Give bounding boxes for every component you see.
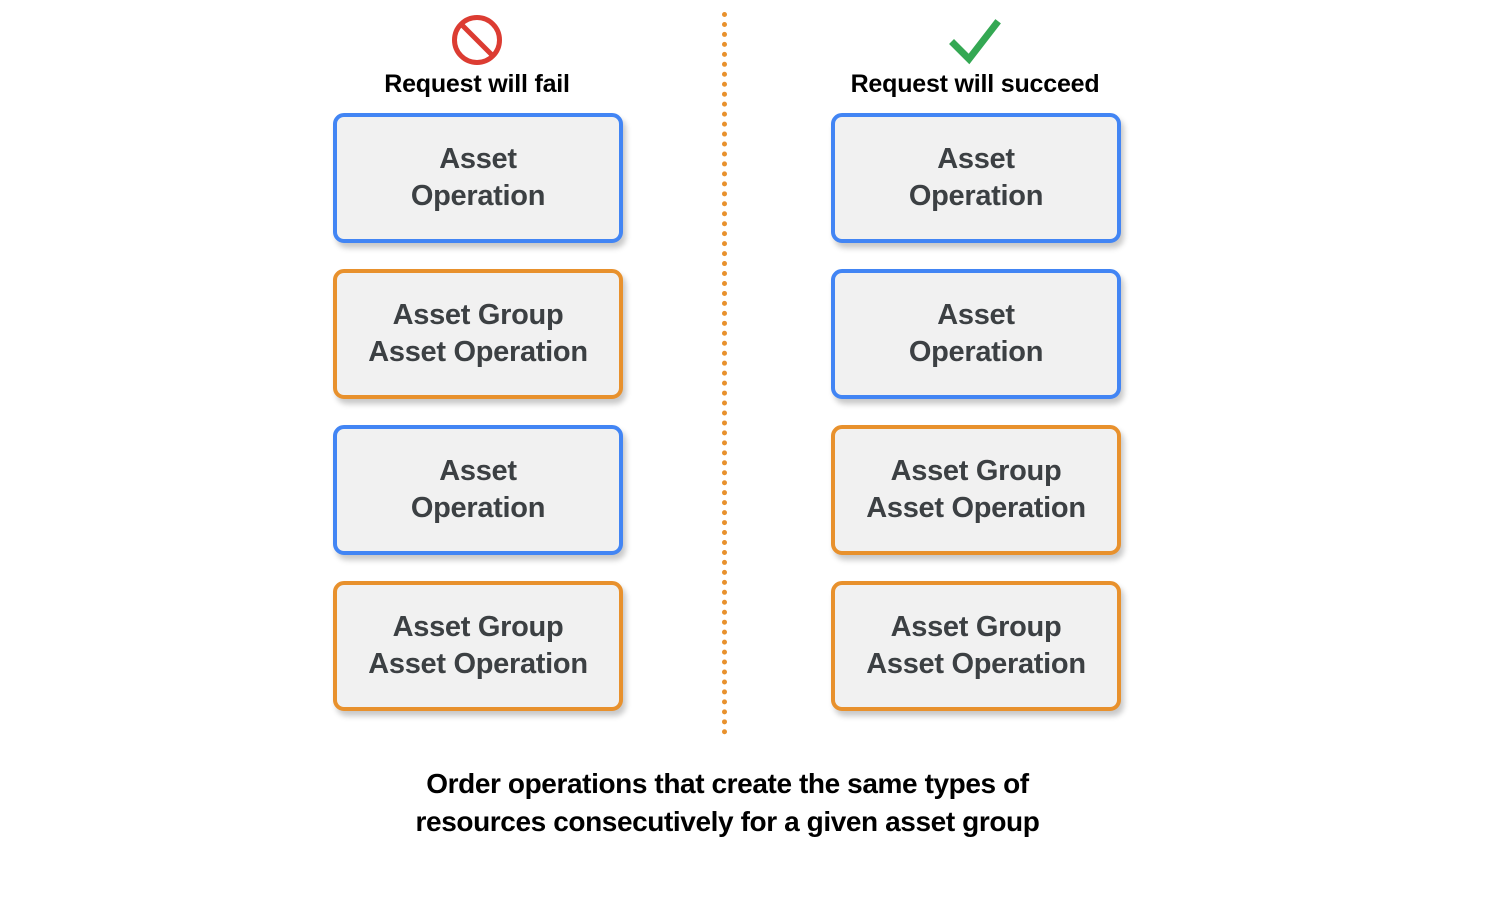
operation-box-line: Asset Operation <box>368 336 588 368</box>
operation-box-line: Operation <box>410 180 546 212</box>
operation-box[interactable]: Asset Group Asset Operation <box>831 425 1121 555</box>
operation-box-line: Asset Group <box>890 455 1062 487</box>
operation-box[interactable]: Asset Operation <box>831 113 1121 243</box>
operation-box[interactable]: Asset Operation <box>333 425 623 555</box>
operation-box-line: Asset <box>937 143 1015 175</box>
diagram-caption: Order operations that create the same ty… <box>0 765 1455 841</box>
operation-box-line: Asset Operation <box>866 648 1086 680</box>
operation-box-line: Asset Group <box>890 611 1062 643</box>
operation-stack-succeed: Asset Operation Asset Operation Asset Gr… <box>831 113 1121 737</box>
operation-box[interactable]: Asset Group Asset Operation <box>831 581 1121 711</box>
operation-box-line: Operation <box>908 180 1044 212</box>
prohibition-icon <box>312 12 642 68</box>
caption-line-2: resources consecutively for a given asse… <box>415 806 1040 837</box>
operation-box-line: Asset Operation <box>368 648 588 680</box>
operation-box-line: Asset <box>439 143 517 175</box>
operation-box-line: Operation <box>410 492 546 524</box>
operation-box-line: Asset Group <box>392 299 564 331</box>
operation-box-line: Asset Operation <box>866 492 1086 524</box>
operation-box-line: Operation <box>908 336 1044 368</box>
column-title-fail: Request will fail <box>384 70 570 98</box>
operation-box[interactable]: Asset Operation <box>831 269 1121 399</box>
operation-box-line: Asset <box>937 299 1015 331</box>
vertical-dotted-divider <box>722 12 727 735</box>
checkmark-icon <box>810 12 1140 68</box>
operation-stack-fail: Asset Operation Asset Group Asset Operat… <box>333 113 623 737</box>
column-title-succeed: Request will succeed <box>850 70 1100 98</box>
column-header-succeed: Request will succeed <box>810 12 1140 99</box>
operation-box[interactable]: Asset Operation <box>333 113 623 243</box>
operation-box[interactable]: Asset Group Asset Operation <box>333 581 623 711</box>
caption-line-1: Order operations that create the same ty… <box>426 768 1029 799</box>
operation-box-line: Asset <box>439 455 517 487</box>
column-header-fail: Request will fail <box>312 12 642 99</box>
operation-box-line: Asset Group <box>392 611 564 643</box>
operation-box[interactable]: Asset Group Asset Operation <box>333 269 623 399</box>
